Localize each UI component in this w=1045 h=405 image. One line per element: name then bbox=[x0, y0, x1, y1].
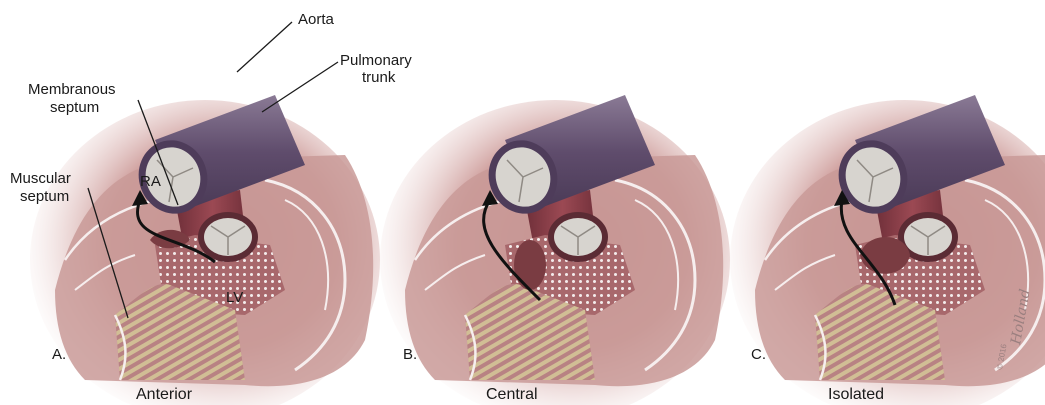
vsd-defect-b bbox=[514, 240, 546, 290]
panel-b bbox=[380, 95, 730, 405]
panel-a-letter: A. bbox=[52, 346, 66, 363]
panel-b-caption: Central bbox=[486, 386, 538, 403]
leader-pulmonary bbox=[262, 62, 338, 112]
panel-b-letter: B. bbox=[403, 346, 417, 363]
label-lv: LV bbox=[226, 289, 243, 306]
label-pulmonary-trunk-1: Pulmonary bbox=[340, 52, 412, 69]
label-muscular-septum-1: Muscular bbox=[10, 170, 71, 187]
label-membranous-septum-2: septum bbox=[50, 99, 99, 116]
label-pulmonary-trunk-2: trunk bbox=[362, 69, 396, 86]
label-aorta: Aorta bbox=[298, 11, 335, 28]
panel-c-caption: Isolated bbox=[828, 386, 884, 403]
label-ra: RA bbox=[140, 173, 161, 190]
label-membranous-septum-1: Membranous bbox=[28, 81, 116, 98]
panel-c-letter: C. bbox=[751, 346, 766, 363]
panel-a-caption: Anterior bbox=[136, 386, 193, 403]
panel-a bbox=[30, 95, 380, 405]
leader-aorta bbox=[237, 22, 292, 72]
label-muscular-septum-2: septum bbox=[20, 188, 69, 205]
